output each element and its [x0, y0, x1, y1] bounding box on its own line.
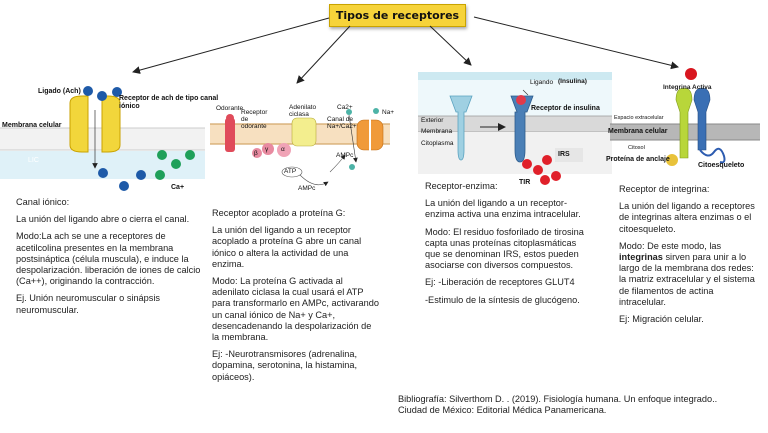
col2-heading: Receptor acoplado a proteína G:	[212, 208, 346, 218]
col4-p2-bold: integrinas	[619, 252, 663, 263]
atp-label: ATP	[284, 168, 297, 175]
col4-p2-c: sirven para unir a lo largo de la membra…	[619, 252, 755, 307]
col1-p1: La unión del ligando abre o cierra el ca…	[16, 214, 190, 225]
channel-label: Canal de Na+/Ca2+	[327, 116, 357, 130]
cytoskeleton-label: Citoesqueleto	[698, 162, 745, 169]
bibliography: Bibliografía: Silverthom D. . (2019). Fi…	[398, 394, 718, 416]
title-box: Tipos de receptores	[329, 4, 466, 27]
ligand-ach-label: Ligado (Ach)	[38, 88, 81, 95]
insulin-receptor-label: Receptor de insulina	[531, 105, 600, 112]
arrow-2	[296, 25, 351, 84]
col3-p2: Modo: El residuo fosforilado de tirosina…	[425, 226, 584, 271]
ion-channel-text: Canal iónico: La unión del ligando abre …	[16, 197, 201, 322]
membrane-label-1: Membrana celular	[2, 122, 62, 129]
page-title: Tipos de receptores	[335, 9, 460, 22]
col3-heading: Receptor-enzima:	[425, 181, 498, 191]
membrane-label-4: Membrana celular	[608, 128, 668, 135]
enzyme-receptor-text: Receptor-enzima: La unión del ligando a …	[425, 181, 587, 312]
ca2-label: Ca2+	[337, 104, 353, 111]
odorant-receptor-label: Receptor de odorante	[241, 109, 268, 130]
g-protein-diagram	[210, 108, 390, 187]
cytosol-label: Citosol	[628, 145, 645, 151]
tir-label: TIR	[519, 179, 531, 186]
col2-p2: Modo: La proteína G activada al adenilat…	[212, 276, 379, 343]
integrin-text: Receptor de integrina: La unión del liga…	[619, 184, 761, 331]
arrow-4	[473, 16, 679, 70]
extracellular-label: Espacio extracelular	[614, 115, 664, 121]
anchor-protein-label: Proteína de anclaje	[606, 156, 670, 163]
ach-receptor-label: Receptor de ach de tipo canal iónico	[119, 95, 219, 110]
col4-heading: Receptor de integrina:	[619, 184, 710, 194]
arrow-3	[429, 25, 472, 66]
ampc-label-2: AMPc	[336, 152, 354, 159]
lic-label: LIC	[28, 157, 39, 164]
ca-label: Ca+	[171, 184, 185, 191]
col4-p2: Modo: De este modo, las integrinas sirve…	[619, 241, 761, 308]
insulin-label: (Insulina)	[558, 78, 587, 85]
col4-p1: La unión del ligando a receptores de int…	[619, 201, 755, 234]
ion-channel-diagram	[0, 86, 205, 191]
membrane-label-3: Membrana	[421, 128, 453, 135]
col2-p3: Ej: -Neurotransmisores (adrenalina, dopa…	[212, 349, 358, 382]
col4-p2-a: Modo: De este modo, las	[619, 240, 722, 251]
beta-label: β	[254, 150, 258, 157]
g-protein-text: Receptor acoplado a proteína G: La unión…	[212, 208, 380, 389]
enzyme-receptor-diagram	[418, 72, 612, 185]
cytoplasm-label: Citoplasma	[421, 140, 454, 147]
col2-p1: La unión del ligando a un receptor acopl…	[212, 225, 362, 269]
ligand-label-3: Ligando	[530, 79, 554, 86]
exterior-label: Exterior	[421, 117, 444, 124]
col1-p3: Ej. Unión neuromuscular o sinápsis neuro…	[16, 293, 161, 315]
integrin-diagram	[610, 68, 760, 166]
odorant-label: Odorante	[216, 105, 244, 112]
col3-p3: Ej: -Liberación de receptores GLUT4	[425, 277, 575, 288]
ampc-label-1: AMPc	[298, 185, 316, 192]
col1-heading: Canal iónico:	[16, 197, 70, 207]
gamma-label: γ	[265, 146, 269, 153]
col3-p4: -Estimulo de la síntesis de glucógeno.	[425, 294, 580, 305]
col4-p3: Ej: Migración celular.	[619, 314, 704, 325]
irs-label: IRS	[558, 151, 570, 158]
alpha-label: α	[281, 146, 285, 153]
arrow-1	[132, 17, 330, 74]
integrin-active-label: Integrina Activa	[663, 84, 712, 91]
na-label: Na+	[382, 109, 395, 116]
col1-p2: Modo:La ach se une a receptores de aceti…	[16, 231, 201, 287]
col3-p1: La unión del ligando a un receptor-enzim…	[425, 198, 581, 220]
adenylate-cyclase-label: Adenilato ciclasa	[289, 104, 317, 118]
